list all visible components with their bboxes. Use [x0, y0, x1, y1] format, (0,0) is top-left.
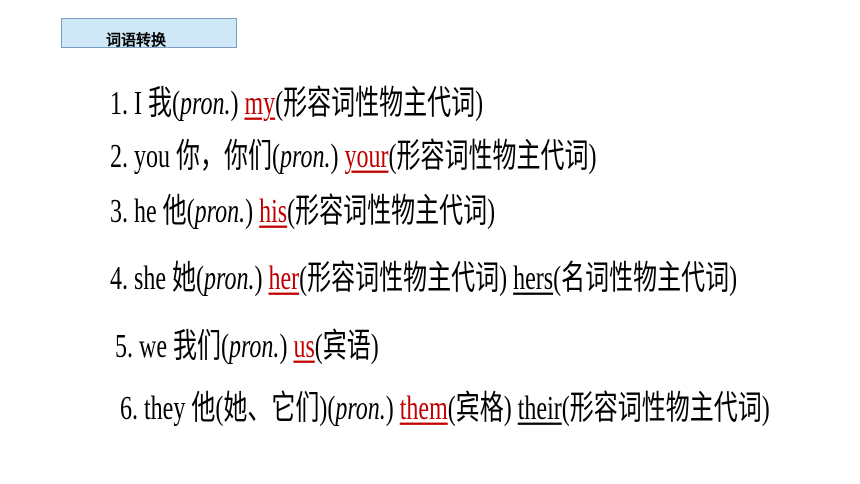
vocab-line-6: 6. they 他(她、它们)(pron.) them(宾格) their(形容…: [120, 389, 770, 429]
paren-open: (: [327, 390, 336, 428]
answer-note-1: (形容词性物主代词): [287, 193, 496, 231]
answer-note-1: (形容词性物主代词): [275, 85, 484, 123]
answer-form-1: your: [344, 138, 389, 176]
line-number: 5.: [115, 328, 133, 366]
line-number: 4.: [110, 260, 128, 298]
vocab-line-4: 4. she 她(pron.) her(形容词性物主代词) hers(名词性物主…: [110, 259, 737, 299]
paren-close: ): [385, 390, 394, 428]
line-number: 2.: [110, 138, 128, 176]
part-of-speech: pron.: [180, 85, 231, 123]
part-of-speech: pron.: [228, 328, 280, 366]
line-number: 6.: [120, 390, 138, 428]
paren-open: (: [272, 138, 280, 176]
answer-form-1: his: [259, 193, 288, 231]
answer-note-2: (名词性物主代词): [553, 260, 738, 298]
paren-open: (: [186, 193, 195, 231]
answer-note-2: (形容词性物主代词): [561, 390, 770, 428]
section-title-box: 词语转换: [61, 18, 237, 48]
chinese-meaning: 我们: [172, 328, 221, 366]
vocab-line-2: 2. you 你，你们(pron.) your(形容词性物主代词): [110, 137, 596, 177]
section-title: 词语转换: [106, 31, 167, 48]
english-word: he: [134, 193, 157, 231]
english-word: you: [134, 138, 170, 176]
answer-form-2: their: [517, 390, 562, 428]
answer-note-1: (宾格): [447, 390, 512, 428]
paren-open: (: [220, 328, 229, 366]
part-of-speech: pron.: [335, 390, 386, 428]
chinese-meaning: 你，你们: [176, 138, 272, 176]
vocab-line-5: 5. we 我们(pron.) us(宾语): [115, 327, 379, 367]
answer-note-1: (形容词性物主代词): [388, 138, 597, 176]
line-number: 3.: [110, 193, 128, 231]
answer-form-1: my: [244, 85, 276, 123]
paren-close: ): [230, 85, 239, 123]
chinese-meaning: 他: [162, 193, 187, 231]
chinese-meaning: 我: [148, 85, 172, 123]
paren-close: ): [254, 260, 263, 298]
part-of-speech: pron.: [204, 260, 255, 298]
chinese-meaning: 她: [172, 260, 196, 298]
answer-form-1: her: [268, 260, 300, 298]
part-of-speech: pron.: [194, 193, 246, 231]
english-word: I: [134, 85, 142, 123]
part-of-speech: pron.: [280, 138, 331, 176]
paren-close: ): [330, 138, 339, 176]
vocab-line-1: 1. I 我(pron.) my(形容词性物主代词): [110, 84, 483, 124]
answer-note-1: (宾语): [314, 328, 379, 366]
line-number: 1.: [110, 85, 128, 123]
answer-form-1: us: [293, 328, 315, 366]
english-word: they: [144, 390, 186, 428]
chinese-meaning: 他(她、它们): [191, 390, 328, 428]
paren-close: ): [279, 328, 288, 366]
answer-form-1: them: [399, 390, 448, 428]
paren-open: (: [172, 85, 180, 123]
paren-close: ): [245, 193, 254, 231]
answer-note-1: (形容词性物主代词): [299, 260, 508, 298]
paren-open: (: [196, 260, 204, 298]
english-word: she: [134, 260, 166, 298]
answer-form-2: hers: [513, 260, 554, 298]
vocab-line-3: 3. he 他(pron.) his(形容词性物主代词): [110, 192, 495, 232]
english-word: we: [139, 328, 167, 366]
